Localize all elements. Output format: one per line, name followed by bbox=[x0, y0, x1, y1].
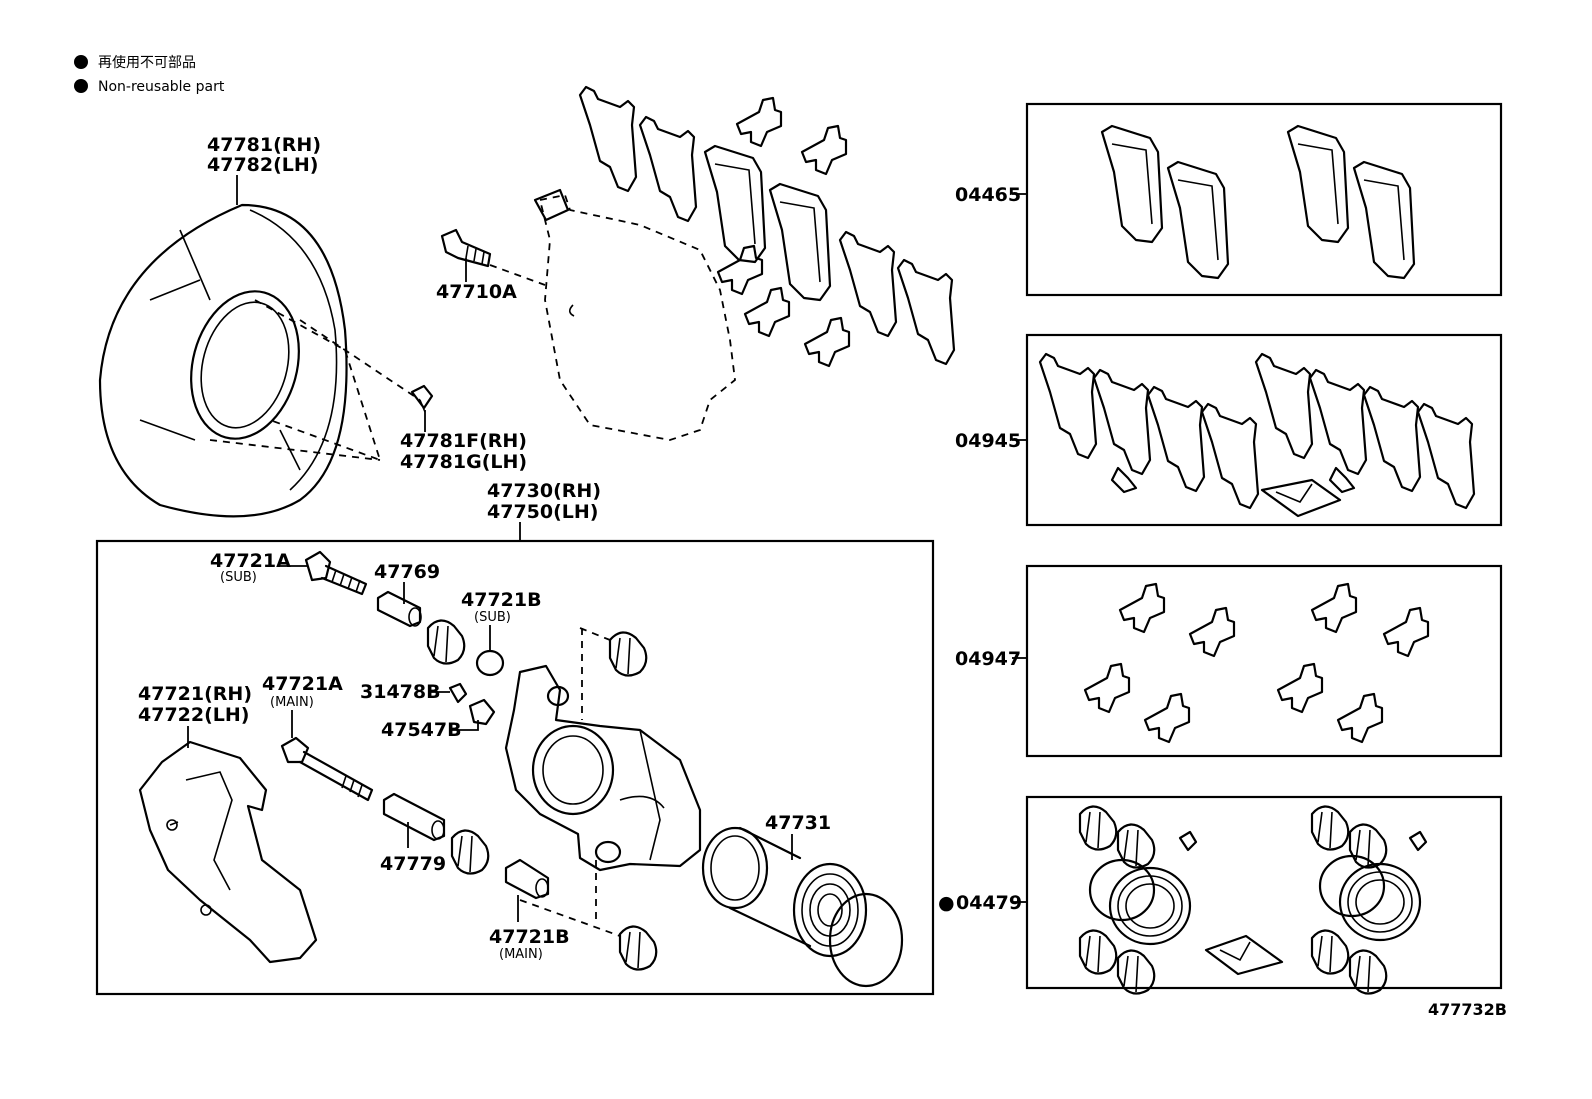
label-cap-31478b: 31478B bbox=[360, 681, 441, 703]
label-pin-sub: 47721A bbox=[210, 550, 291, 572]
label-bolt-rh: 47781F(RH) bbox=[400, 430, 527, 452]
label-kit-04945: 04945 bbox=[955, 430, 1021, 452]
caliper-assembly-box bbox=[95, 539, 935, 996]
pad-support-clip-icon bbox=[1110, 466, 1138, 494]
label-bleeder-47547b: 47547B bbox=[381, 719, 462, 741]
label-kit-04479-bullet: ● bbox=[938, 892, 955, 914]
slide-pin-icon bbox=[382, 792, 446, 842]
label-sleeve-47779: 47779 bbox=[380, 853, 446, 875]
label-pin-main-note: (MAIN) bbox=[270, 695, 314, 710]
kit-box-04947 bbox=[1025, 564, 1503, 758]
label-dust-cover-rh: 47781(RH) bbox=[207, 134, 321, 156]
anti-squeal-shim-icon bbox=[578, 85, 956, 366]
diagram-id: 477732B bbox=[1428, 1000, 1507, 1019]
label-bolt-lh: 47781G(LH) bbox=[400, 451, 527, 473]
label-kit-04479: 04479 bbox=[956, 892, 1022, 914]
label-caliper-lh: 47750(LH) bbox=[487, 501, 598, 523]
label-boot-main-note: (MAIN) bbox=[499, 947, 543, 962]
brake-pad-icon bbox=[1100, 124, 1416, 280]
grease-packet-icon bbox=[1260, 478, 1342, 518]
piston-icon bbox=[701, 826, 868, 958]
legend-en: Non-reusable part bbox=[98, 79, 225, 95]
bolt-icon bbox=[410, 384, 434, 413]
label-boot-sub: 47721B bbox=[461, 589, 542, 611]
legend: 再使用不可部品 Non-reusable part bbox=[74, 54, 225, 95]
label-dust-cover-lh: 47782(LH) bbox=[207, 154, 318, 176]
grease-packet-icon bbox=[1204, 934, 1284, 976]
bullet-icon bbox=[74, 55, 88, 69]
label-bolt-47710a: 47710A bbox=[436, 281, 517, 303]
label-pin-main: 47721A bbox=[262, 673, 343, 695]
bleeder-cap-icon bbox=[448, 682, 468, 704]
label-sleeve-47769: 47769 bbox=[374, 561, 440, 583]
pad-support-clip-icon bbox=[716, 96, 851, 368]
kit-box-04945 bbox=[1025, 333, 1503, 527]
kit-box-04465 bbox=[1025, 102, 1503, 297]
label-kit-04947: 04947 bbox=[955, 648, 1021, 670]
pin-boot-icon bbox=[475, 649, 505, 677]
slide-pin-icon bbox=[280, 736, 374, 802]
bolt-icon bbox=[440, 228, 492, 268]
bullet-icon bbox=[74, 79, 88, 93]
label-boot-main: 47721B bbox=[489, 926, 570, 948]
pad-support-clip-icon bbox=[1328, 466, 1356, 494]
piston-seal-icon bbox=[828, 892, 904, 988]
caliper-icon bbox=[504, 664, 702, 872]
label-pin-sub-note: (SUB) bbox=[220, 570, 257, 585]
mounting-bracket-icon bbox=[138, 740, 318, 964]
label-kit-04465: 04465 bbox=[955, 184, 1021, 206]
bleeder-screw-icon bbox=[468, 698, 496, 726]
pin-boot-icon bbox=[504, 858, 550, 900]
piston-seal-icon bbox=[1088, 854, 1422, 946]
slide-pin-icon bbox=[376, 590, 422, 628]
brake-pad-icon bbox=[703, 144, 832, 302]
label-mount-lh: 47722(LH) bbox=[138, 704, 249, 726]
label-caliper-rh: 47730(RH) bbox=[487, 480, 601, 502]
label-piston-47731: 47731 bbox=[765, 812, 831, 834]
label-boot-sub-note: (SUB) bbox=[474, 610, 511, 625]
label-mount-rh: 47721(RH) bbox=[138, 683, 252, 705]
dust-cover-icon bbox=[98, 203, 348, 518]
kit-box-04479 bbox=[1025, 795, 1503, 990]
pin-boot-icon bbox=[426, 619, 658, 971]
pad-support-clip-icon bbox=[1083, 582, 1430, 744]
anti-squeal-shim-icon bbox=[1038, 352, 1476, 510]
bleeder-cap-icon bbox=[1178, 830, 1428, 852]
legend-jp: 再使用不可部品 bbox=[98, 54, 196, 71]
slide-pin-icon bbox=[304, 550, 368, 596]
